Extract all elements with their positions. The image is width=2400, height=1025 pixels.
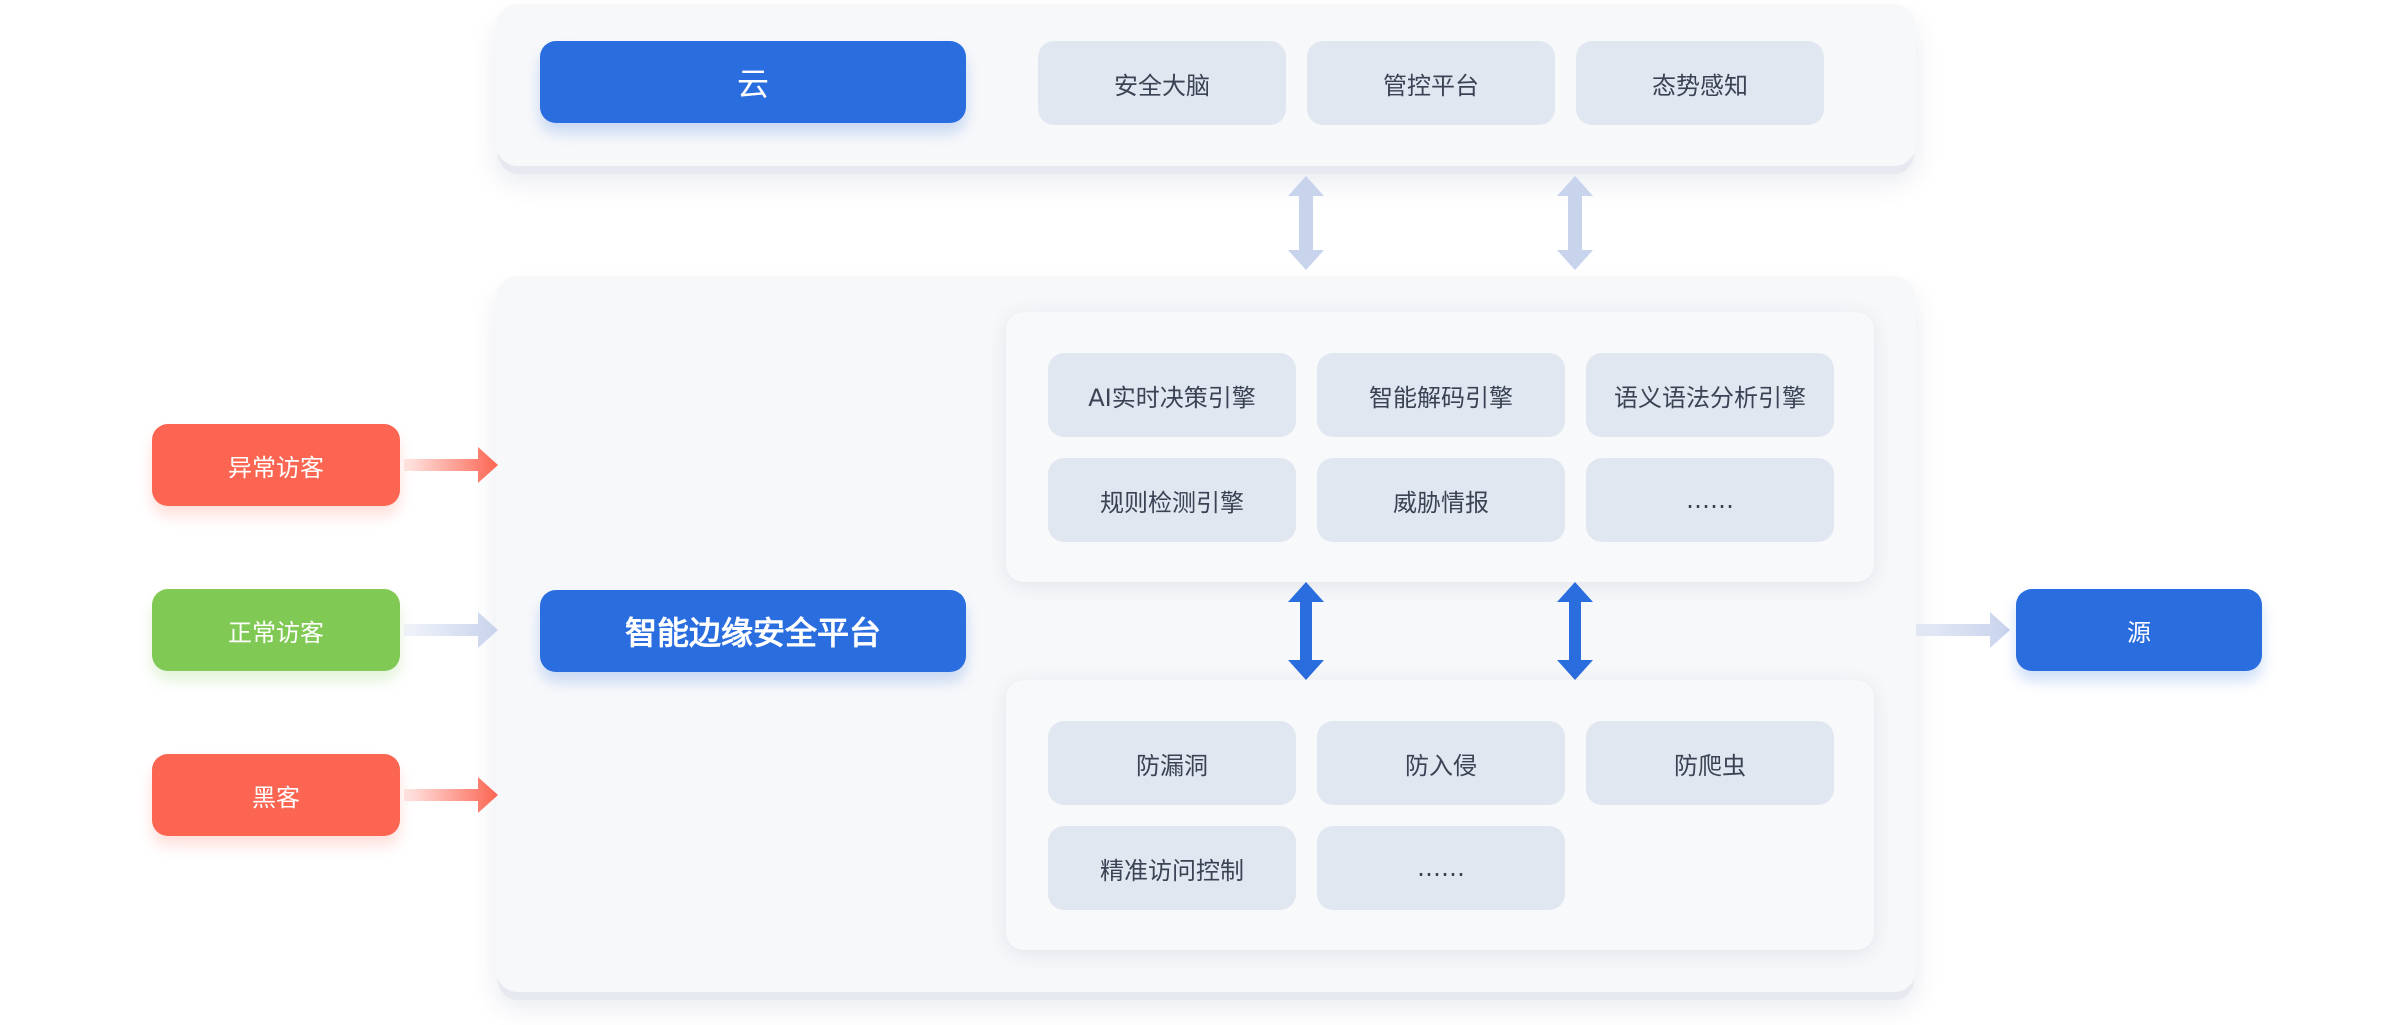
cloud-link-arrow-right [1557, 176, 1593, 270]
cloud-service-situation-awareness: 态势感知 [1576, 41, 1824, 125]
engine-semantic-syntax-analysis: 语义语法分析引擎 [1586, 353, 1834, 437]
engine-ai-realtime-decision: AI实时决策引擎 [1048, 353, 1296, 437]
protection-vulnerability: 防漏洞 [1048, 721, 1296, 805]
cloud-title: 云 [540, 41, 966, 123]
engine-smart-decoding: 智能解码引擎 [1317, 353, 1565, 437]
visitor-hacker: 黑客 [152, 754, 400, 836]
protection-intrusion: 防入侵 [1317, 721, 1565, 805]
visitor-hacker-arrow [404, 777, 498, 813]
visitor-normal: 正常访客 [152, 589, 400, 671]
platform-title: 智能边缘安全平台 [540, 590, 966, 672]
visitor-abnormal: 异常访客 [152, 424, 400, 506]
visitor-normal-arrow [404, 612, 498, 648]
engine-more: …… [1586, 458, 1834, 542]
cloud-service-control-platform: 管控平台 [1307, 41, 1555, 125]
origin-arrow [1916, 612, 2010, 648]
cloud-service-security-brain: 安全大脑 [1038, 41, 1286, 125]
engine-protection-arrow-right [1557, 582, 1593, 680]
visitor-abnormal-arrow [404, 447, 498, 483]
origin-server: 源 [2016, 589, 2262, 671]
engine-rule-detection: 规则检测引擎 [1048, 458, 1296, 542]
cloud-link-arrow-left [1288, 176, 1324, 270]
engine-threat-intelligence: 威胁情报 [1317, 458, 1565, 542]
protection-crawler: 防爬虫 [1586, 721, 1834, 805]
engine-protection-arrow-left [1288, 582, 1324, 680]
protection-more: …… [1317, 826, 1565, 910]
protection-precise-access-control: 精准访问控制 [1048, 826, 1296, 910]
